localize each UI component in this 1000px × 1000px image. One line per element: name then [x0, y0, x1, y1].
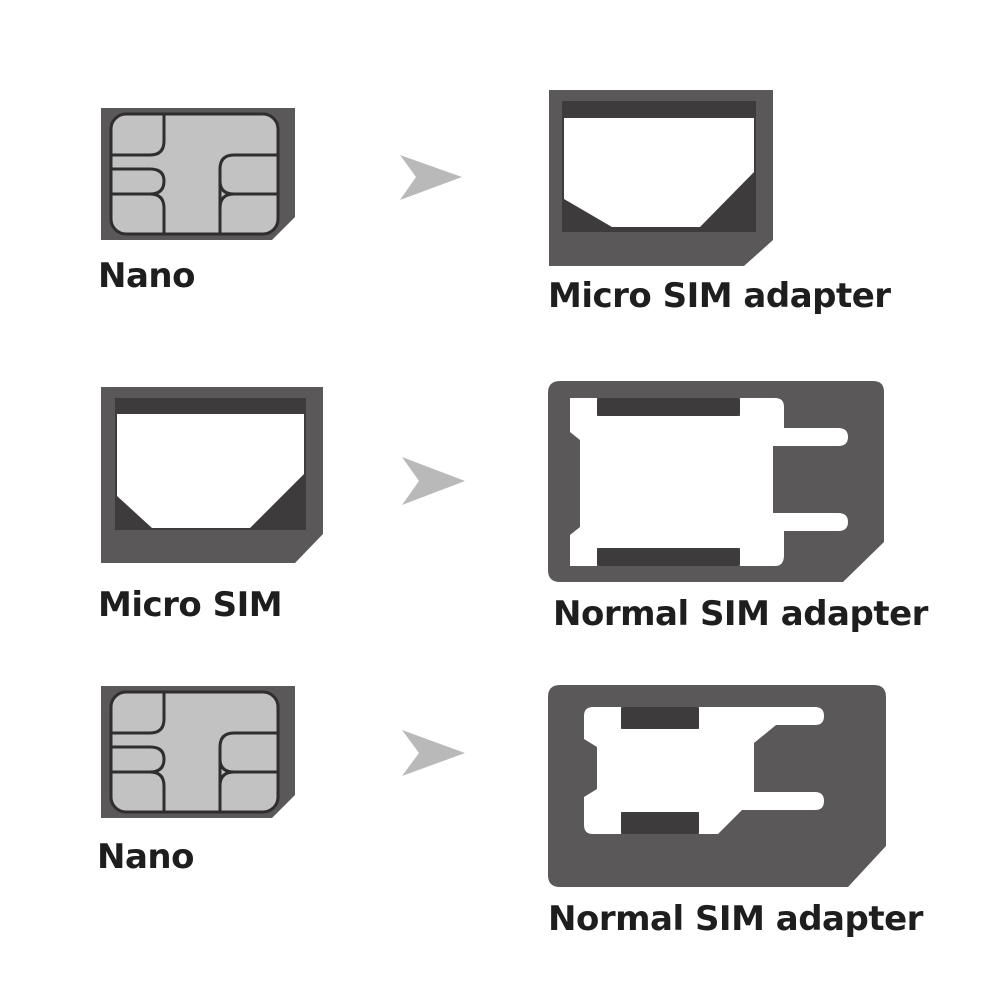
nano-sim-icon — [101, 686, 295, 818]
normal-sim-adapter-label: Normal SIM adapter — [548, 899, 923, 939]
arrow-right-icon — [400, 155, 462, 200]
normal-sim-adapter-icon — [548, 381, 884, 582]
nano-label: Nano — [98, 256, 195, 296]
micro-sim-adapter-label: Micro SIM adapter — [548, 276, 891, 316]
normal-sim-adapter-label: Normal SIM adapter — [553, 594, 928, 634]
micro-sim-adapter-icon — [549, 90, 773, 266]
normal-sim-adapter-icon — [548, 685, 886, 887]
arrow-right-icon — [402, 457, 465, 505]
nano-sim-icon — [101, 108, 295, 240]
micro-sim-icon — [101, 387, 323, 563]
arrow-right-icon — [402, 730, 465, 776]
nano-label: Nano — [97, 837, 194, 877]
micro-sim-label: Micro SIM — [98, 585, 283, 625]
